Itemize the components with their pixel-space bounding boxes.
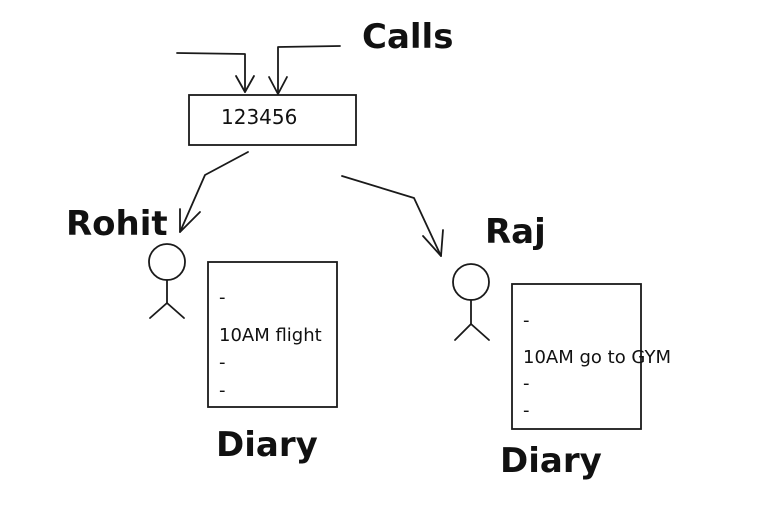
- diary-raj-line-2: 10AM go to GYM: [523, 347, 671, 368]
- diary-rohit-line-2: 10AM flight: [219, 325, 322, 346]
- incoming-call-arrow-left: [176, 52, 255, 93]
- diary-rohit: [207, 261, 338, 408]
- diary-label-rohit: Diary: [216, 425, 318, 465]
- diary-raj-line-3: -: [523, 373, 530, 394]
- person-name-rohit: Rohit: [66, 204, 168, 244]
- diary-rohit-line-1: -: [219, 287, 226, 308]
- diary-label-raj: Diary: [500, 441, 602, 481]
- diary-rohit-line-3: -: [219, 352, 226, 373]
- arrow-to-raj: [341, 175, 444, 257]
- number-box-text: 123456: [221, 105, 297, 129]
- person-icon-rohit: [148, 243, 186, 319]
- number-box: [188, 94, 357, 146]
- incoming-call-arrow-right: [268, 45, 341, 95]
- diary-raj-line-4: -: [523, 400, 530, 421]
- calls-label: Calls: [362, 17, 453, 57]
- diary-rohit-line-4: -: [219, 380, 226, 401]
- arrow-to-rohit: [179, 151, 249, 233]
- diary-raj-line-1: -: [523, 310, 530, 331]
- person-name-raj: Raj: [485, 212, 546, 252]
- diary-raj: [511, 283, 642, 430]
- person-icon-raj: [452, 263, 490, 341]
